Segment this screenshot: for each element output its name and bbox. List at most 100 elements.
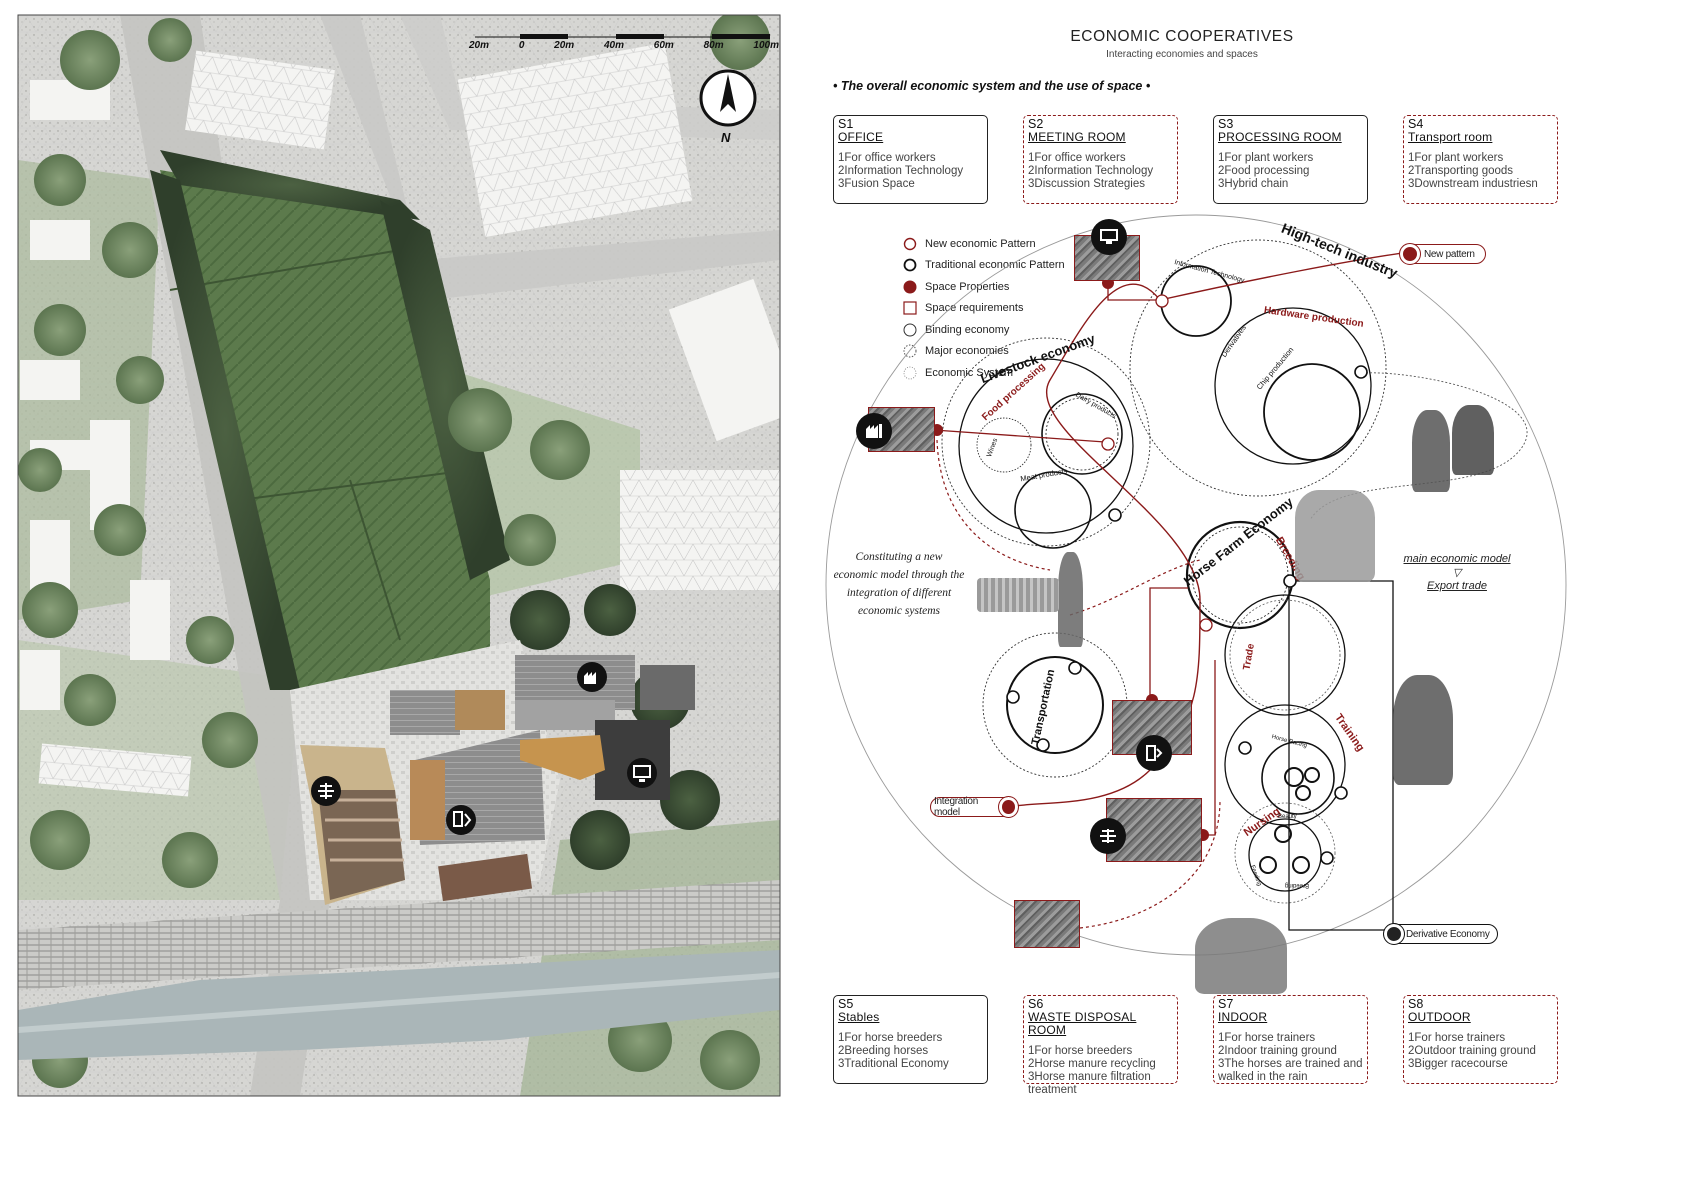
legend-item: Space requirements (903, 298, 1065, 320)
main-model-note: main economic model ▽ Export trade (1398, 553, 1516, 592)
card-item: 3Discussion Strategies (1028, 178, 1145, 190)
scale-label: 20m (469, 40, 490, 51)
card-item: treatment (1028, 1084, 1077, 1096)
scale-label: 100m (753, 40, 779, 51)
legend-item: Space Properties (903, 276, 1065, 298)
card-s3-processing-room: S3 PROCESSING ROOM 1For plant workers 2F… (1213, 115, 1368, 204)
card-item: 3Bigger racecourse (1408, 1058, 1508, 1070)
card-name: WASTE DISPOSAL ROOM (1028, 1010, 1137, 1037)
scale-label: 20m (554, 40, 575, 51)
new-pattern-pill: New pattern (1399, 243, 1486, 265)
card-item: 3Traditional Economy (838, 1058, 949, 1070)
card-code: S4 (1408, 117, 1424, 131)
card-code: S5 (838, 997, 854, 1011)
card-item: 2Information Technology (1028, 165, 1154, 177)
card-code: S1 (838, 117, 854, 131)
page-title: ECONOMIC COOPERATIVES (1070, 28, 1294, 45)
railway (18, 880, 780, 990)
business-person-figure (1452, 405, 1494, 475)
processing-room-icon[interactable] (577, 662, 607, 692)
scale-label: 0 (518, 40, 525, 51)
grid-icon (1090, 818, 1126, 854)
worker-figure (1058, 552, 1083, 647)
scale-bar (475, 34, 770, 39)
legend-label: Binding economy (925, 323, 1010, 336)
horse-handler-figure (1195, 918, 1287, 994)
card-name: PROCESSING ROOM (1218, 130, 1342, 144)
card-item: 2Food processing (1218, 165, 1310, 177)
derivative-economy-pill: Derivative Economy (1383, 923, 1498, 945)
legend-item: Binding economy (903, 319, 1065, 341)
office-icon[interactable] (627, 758, 657, 788)
card-name: Stables (838, 1010, 880, 1024)
card-item: 1For horse trainers (1218, 1032, 1316, 1044)
waste-disposal-icon[interactable] (446, 805, 476, 835)
card-item: 2Horse manure recycling (1028, 1058, 1156, 1070)
card-s1-office: S1 OFFICE 1For office workers 2Informati… (833, 115, 988, 204)
scale-labels: 20m 0 20m 40m 60m 80m 100m (469, 40, 779, 51)
note-line: economic systems (857, 605, 941, 617)
card-s4-transport-room: S4 Transport room 1For plant workers 2Tr… (1403, 115, 1558, 204)
legend-label: Economic System (925, 366, 1014, 379)
card-s7-indoor: S7 INDOOR 1For horse trainers 2Indoor tr… (1213, 995, 1368, 1084)
legend-label: New economic Pattern (925, 237, 1036, 250)
card-item: 3The horses are trained and (1218, 1058, 1363, 1070)
card-item: 1For plant workers (1218, 152, 1314, 164)
north-arrow-icon (699, 69, 757, 127)
tree-canopy (18, 15, 770, 1090)
card-item: 3Horse manure filtration (1028, 1071, 1151, 1083)
farm-buildings (300, 655, 695, 905)
card-item: 3Hybrid chain (1218, 178, 1289, 190)
scale-label: 40m (603, 40, 624, 51)
card-item: 1For horse breeders (838, 1032, 943, 1044)
stables-icon[interactable] (311, 776, 341, 806)
card-code: S3 (1218, 117, 1234, 131)
card-s5-stables: S5 Stables 1For horse breeders 2Breeding… (833, 995, 988, 1084)
card-item: 2Transporting goods (1408, 165, 1514, 177)
note-line: economic model through the (833, 569, 965, 581)
pill-dot (998, 796, 1019, 818)
pill-label: Integration model (934, 796, 978, 818)
card-item: 1For office workers (1028, 152, 1126, 164)
section-heading: • The overall economic system and the us… (833, 79, 1151, 93)
card-item: 1For plant workers (1408, 152, 1504, 164)
rider-figure (1393, 675, 1453, 785)
pill-dot (1399, 243, 1421, 265)
card-item: 1For horse trainers (1408, 1032, 1506, 1044)
card-code: S8 (1408, 997, 1424, 1011)
recycle-icon (1136, 735, 1172, 771)
horse-figure (1295, 490, 1375, 582)
card-code: S6 (1028, 997, 1044, 1011)
page-subtitle: Interacting economies and spaces (1106, 49, 1258, 60)
card-item: 3Downstream industriesn (1408, 178, 1538, 190)
card-item: 2Information Technology (838, 165, 964, 177)
card-name: INDOOR (1218, 1010, 1268, 1024)
export-trade-label: Export trade (1427, 580, 1487, 592)
note-line: integration of different (846, 587, 952, 599)
business-person-figure (1412, 410, 1450, 492)
legend-label: Traditional economic Pattern (925, 259, 1065, 272)
card-code: S7 (1218, 997, 1234, 1011)
map-frame (17, 14, 781, 1097)
legend-label: Space Properties (925, 280, 1010, 293)
scale-label: 60m (653, 40, 674, 51)
card-s6-waste-disposal-room: S6 WASTE DISPOSAL ROOM 1For horse breede… (1023, 995, 1178, 1096)
card-name: Transport room (1408, 130, 1493, 144)
legend-item: Economic System (903, 362, 1065, 384)
card-name: MEETING ROOM (1028, 130, 1126, 144)
surrounding-buildings (20, 42, 780, 1035)
card-item: 2Outdoor training ground (1408, 1045, 1536, 1057)
card-s8-outdoor: S8 OUTDOOR 1For horse trainers 2Outdoor … (1403, 995, 1558, 1084)
card-item: 2Indoor training ground (1218, 1045, 1337, 1057)
integration-note: Constituting a new economic model throug… (824, 548, 974, 620)
crates-figure (977, 578, 1059, 612)
card-item: 2Breeding horses (838, 1045, 929, 1057)
monitor-icon (1091, 219, 1127, 255)
north-label: N (721, 130, 731, 145)
legend-label: Major economies (925, 345, 1009, 358)
legend-item: Traditional economic Pattern (903, 255, 1065, 277)
pill-label: New pattern (1424, 248, 1475, 260)
card-item: 3Fusion Space (838, 178, 915, 190)
legend: New economic Pattern Traditional economi… (903, 233, 1065, 384)
card-name: OFFICE (838, 130, 884, 144)
